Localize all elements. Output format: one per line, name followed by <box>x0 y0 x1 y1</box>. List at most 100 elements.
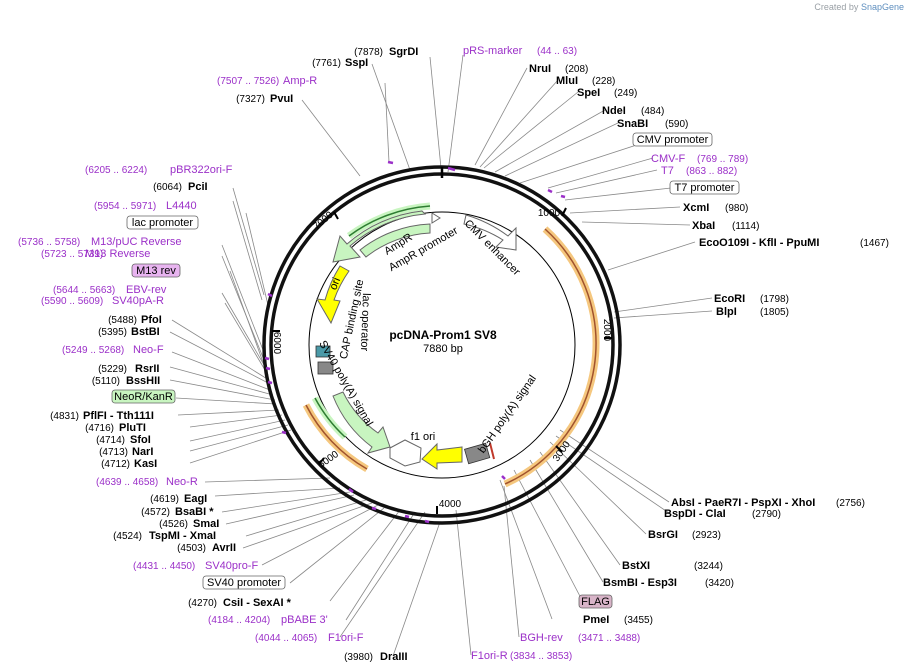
site-ecori: EcoRI(1798) <box>714 293 789 305</box>
primer-range: (863 .. 882) <box>686 166 737 177</box>
primer-marks <box>264 160 566 524</box>
ampr-promoter-arrow <box>431 212 441 224</box>
leader-line <box>232 187 265 296</box>
leader-line <box>555 435 670 514</box>
site-position: (228) <box>592 76 615 87</box>
site-xcmi: XcmI(980) <box>683 202 748 214</box>
primer-mark <box>267 380 273 385</box>
site-sgrdi: (7878)SgrDI <box>354 46 418 58</box>
primer-name: SV40pA-R <box>112 295 164 307</box>
site-name: AvrII <box>212 542 236 554</box>
ampr-arrow <box>332 210 427 263</box>
tick-mark <box>318 457 325 465</box>
site-name: SmaI <box>193 518 219 530</box>
site-absi: AbsI - PaeR7I - PspXI - XhoI(2756) <box>671 497 865 509</box>
leader-line <box>245 212 269 306</box>
primer-mark <box>264 356 270 361</box>
leader-line <box>232 200 263 301</box>
site-position: (1805) <box>760 307 789 318</box>
leader-line <box>447 54 464 173</box>
site-position: (208) <box>565 64 588 75</box>
leader-line <box>564 187 672 201</box>
site-position: (7761) <box>312 58 341 69</box>
primer-sv40pro-f: SV40pro-F(4431 .. 4450) <box>133 560 258 572</box>
site-name: SspI <box>345 57 368 69</box>
feature-box-label: SV40 promoter <box>207 577 281 589</box>
leader-line <box>169 366 274 396</box>
site-position: (4270) <box>188 598 217 609</box>
site-eagi: (4619)EagI <box>150 493 207 505</box>
feature-box-m13-rev: M13 rev <box>131 263 181 278</box>
feature-label-ori: ori <box>327 276 343 292</box>
site-position: (6064) <box>153 182 182 193</box>
leader-line <box>169 331 271 385</box>
site-pvui: (7327)PvuI <box>236 93 293 105</box>
site-name: EcoRI <box>714 293 745 305</box>
site-bspdi: BspDI - ClaI(2790) <box>664 508 781 520</box>
feature-box-label: T7 promoter <box>675 182 735 194</box>
tick-mark <box>555 445 563 453</box>
site-mlui: MluI(228) <box>556 75 615 87</box>
site-name: SpeI <box>577 87 600 99</box>
site-position: (5488) <box>108 315 137 326</box>
site-name: PfoI <box>141 314 162 326</box>
site-tspmi: (4524)TspMI - XmaI <box>113 530 216 542</box>
leader-line <box>214 487 341 497</box>
feature-box-bg <box>126 215 199 230</box>
primer-bgh-rev: BGH-rev(3471 .. 3488) <box>520 632 640 644</box>
site-name: SgrDI <box>389 46 418 58</box>
leader-line <box>607 241 696 271</box>
primer-name: Neo-R <box>166 476 198 488</box>
primer-name: T7 <box>661 165 674 177</box>
site-csii: (4270)CsiI - SexAI * <box>188 597 291 609</box>
feature-label-f1-ori: f1 ori <box>411 431 435 443</box>
leader-line <box>171 319 270 381</box>
leader-line <box>189 424 289 452</box>
leader-line <box>171 351 271 391</box>
feature-box-sv40-promoter: SV40 promoter <box>202 575 286 590</box>
plasmid-name: pcDNA-Prom1 SV8 <box>389 328 497 342</box>
lac-operator-box <box>317 361 334 375</box>
site-rsrii: (5229)RsrII <box>98 363 159 375</box>
site-position: (4712) <box>101 459 130 470</box>
site-name: SnaBI <box>617 118 648 130</box>
ampr-body <box>359 223 431 258</box>
primer-name: F1ori-F <box>328 632 364 644</box>
leader-line <box>345 511 416 621</box>
primer-neo-f: Neo-F(5249 .. 5268) <box>62 344 164 356</box>
outer-labels: (7878)SgrDI(7761)SspI(7327)PvuI(6064)Pci… <box>18 45 889 663</box>
tick-mark <box>561 207 567 217</box>
feature-box-bg <box>632 132 713 147</box>
green-arc-neo-line <box>314 397 346 438</box>
primer-mark <box>547 188 553 194</box>
leader-line <box>301 99 361 177</box>
plasmid-length: 7880 bp <box>423 343 463 355</box>
bgh-flag-mark <box>489 442 495 460</box>
orange-arc-neo-line <box>305 404 368 470</box>
primer-mark <box>424 519 430 524</box>
leader-line <box>221 292 268 371</box>
primer-mark <box>447 166 456 172</box>
site-name: EcoO109I - KflI - PpuMI <box>699 237 819 249</box>
site-name: BssHII <box>126 375 160 387</box>
site-position: (2923) <box>692 530 721 541</box>
leader-line <box>513 469 584 603</box>
leader-line <box>479 79 559 168</box>
feature-box-bg <box>131 263 181 278</box>
primer-range: (4184 .. 4204) <box>208 615 270 626</box>
tick-label: 2000 <box>601 319 612 342</box>
primer-f1ori-r: F1ori-R(3834 .. 3853) <box>471 650 572 662</box>
site-position: (4619) <box>150 494 179 505</box>
snapgene-credit: Created by SnapGene <box>814 2 904 12</box>
site-position: (5110) <box>92 376 120 387</box>
leader-line <box>549 441 647 535</box>
primer-range: (5954 .. 5971) <box>94 201 156 212</box>
primer-name: M13 Reverse <box>85 248 150 260</box>
feature-box-bg <box>111 389 176 404</box>
leader-line <box>555 169 658 194</box>
primer-l4440: L4440(5954 .. 5971) <box>94 200 197 212</box>
primer-range: (4431 .. 4450) <box>133 561 195 572</box>
cap-site-box <box>315 345 331 358</box>
site-name: KasI <box>134 458 157 470</box>
feature-box-bg <box>202 575 286 590</box>
